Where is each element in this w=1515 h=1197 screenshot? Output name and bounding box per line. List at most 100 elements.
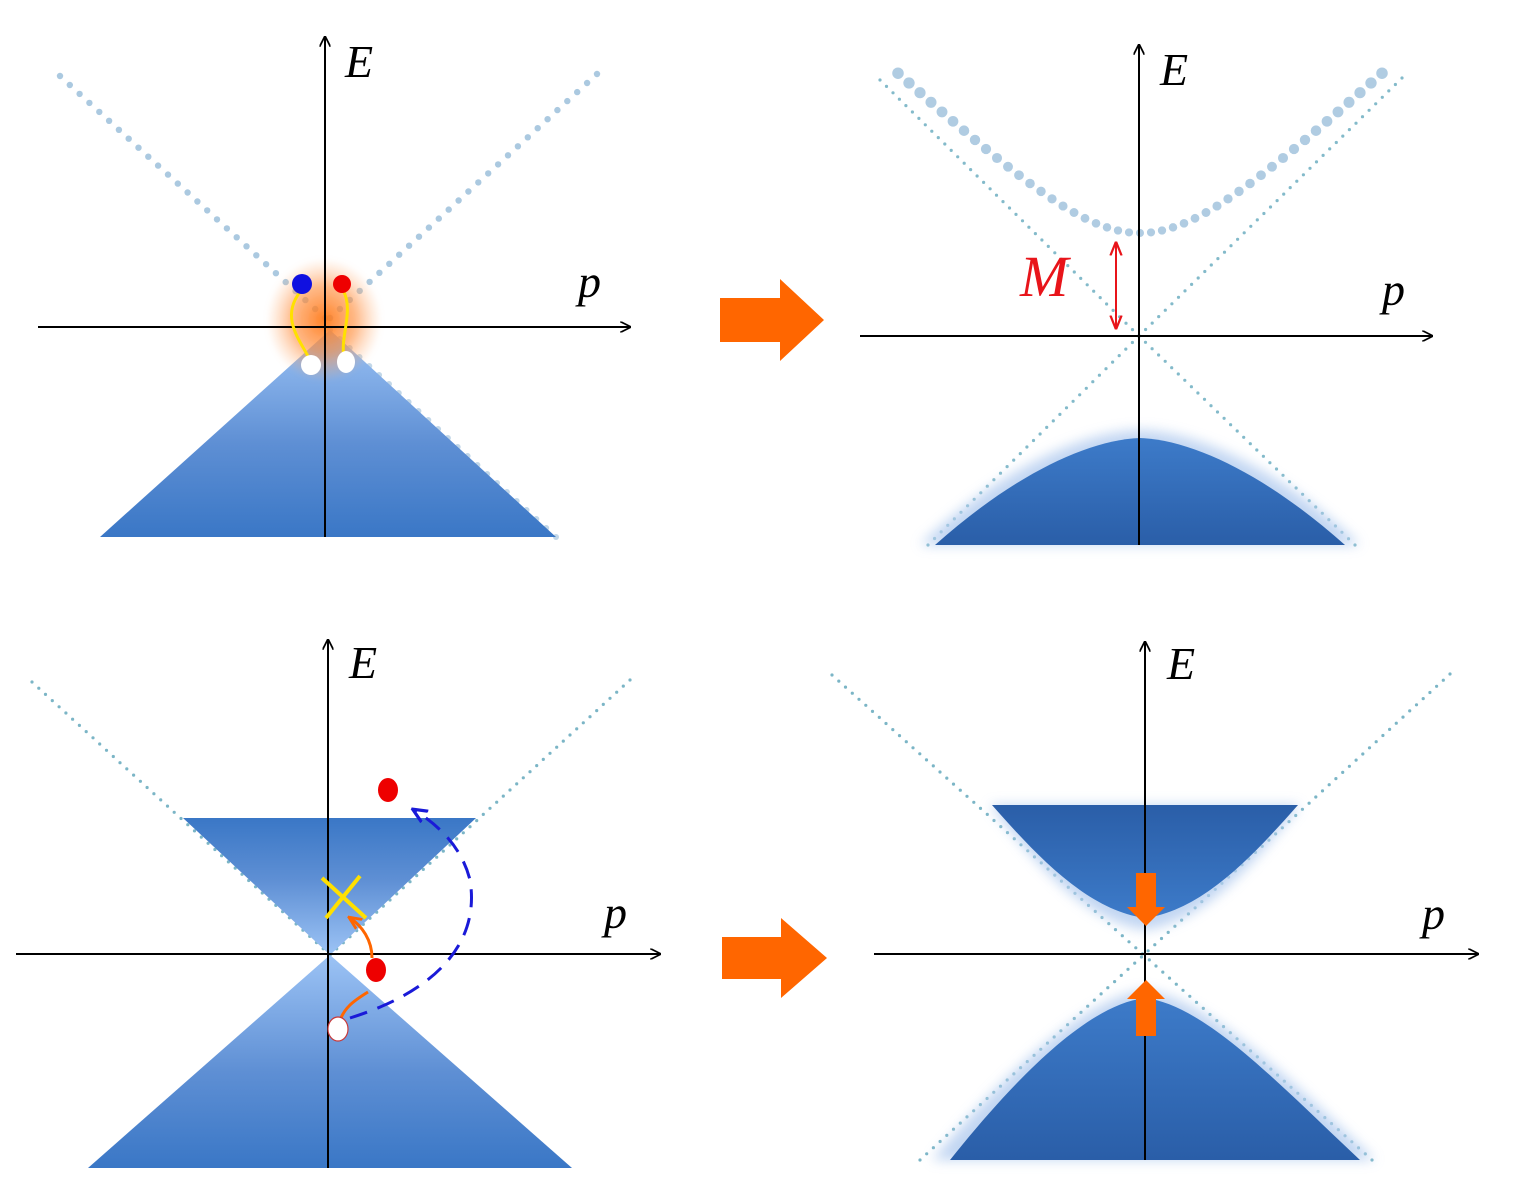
dispersion-dot [1314,795,1318,799]
dispersion-dot [435,215,442,222]
dispersion-dot [91,736,95,740]
dispersion-dot [1157,353,1161,357]
dispersion-dot [544,116,551,123]
dispersion-dot [1229,244,1233,248]
dispersion-dot [1147,958,1151,962]
dispersion-dot [1248,442,1252,446]
dispersion-dot [581,721,585,725]
dispersion-dot [561,739,565,743]
dispersion-dot [1066,264,1070,268]
dispersion-dot [945,776,949,780]
dispersion-dot [1092,289,1096,293]
dispersion-dot [1157,226,1167,235]
dispersion-dot [1190,282,1194,286]
dispersion-dot [1025,178,1035,189]
panel-bottom-right: E p [830,638,1478,1162]
dispersion-dot [1154,964,1158,968]
dispersion-dot [1414,703,1419,707]
dispersion-dot [1014,170,1024,181]
dispersion-dot [1394,721,1398,725]
dispersion-dot [1236,237,1240,241]
dispersion-dot [910,110,915,114]
dispersion-dot [1307,499,1311,503]
dispersion-dot [1388,727,1392,732]
dispersion-dot [1295,179,1299,183]
dispersion-dot [1173,924,1177,928]
dispersion-dot [441,849,445,853]
dispersion-dot [105,117,113,125]
dispersion-dot [982,180,986,184]
dispersion-dot [1072,1016,1076,1021]
dispersion-dot [159,798,163,802]
momentum-axis-label: p [1379,264,1405,315]
dispersion-dot [595,709,599,713]
dispersion-dot [1354,87,1366,99]
dispersion-dot [488,806,492,810]
dispersion-dot [37,686,41,690]
dispersion-dot [1099,992,1103,996]
dispersion-dot [943,142,947,146]
dispersion-dot [1209,404,1213,408]
dispersion-dot [77,723,81,728]
dispersion-dot [1287,820,1291,824]
dispersion-dot [56,72,64,80]
dispersion-dot [994,193,999,197]
dispersion-dot [1203,269,1207,274]
panel-top-left: E p [38,36,630,540]
dispersion-dot [1275,199,1279,203]
transition-arrow-top [720,279,824,361]
dispersion-dot [96,108,103,116]
dispersion-dot [958,125,970,136]
dispersion-dot [988,187,992,191]
dispersion-dot [1274,467,1279,471]
dispersion-dot [521,776,525,780]
dispersion-dot [1144,327,1148,332]
dispersion-dot [951,782,956,786]
dispersion-dot [535,764,539,768]
dispersion-dot [1130,328,1135,332]
dispersion-dot [1341,134,1345,138]
dispersion-dot [958,1121,962,1125]
dispersion-dot [1288,186,1292,190]
dispersion-dot [938,1139,942,1144]
dispersion-dot [1380,95,1384,99]
dispersion-dot [1334,777,1338,781]
dispersion-dot [1183,378,1187,382]
dispersion-dot [1361,752,1365,756]
dispersion-dot [1047,194,1057,204]
dispersion-dot [918,1158,922,1162]
dispersion-dot [1179,218,1189,228]
dispersion-dot [220,854,224,858]
dispersion-dot [138,779,142,783]
dispersion-dot [1216,257,1220,261]
gapped-upper-band-dots [892,67,1388,237]
dispersion-dot [1261,454,1265,458]
dispersion-dot [1166,930,1170,935]
dispersion-dot [564,97,571,105]
dispersion-dot [965,794,969,798]
dispersion-dot [1150,321,1154,325]
dispersion-dot [485,170,492,177]
dispersion-dot [184,189,191,196]
dispersion-dot [172,810,176,814]
dispersion-dot [1223,194,1233,204]
dispersion-dot [57,705,61,709]
dispersion-dot [1202,397,1207,401]
dispersion-dot [1146,228,1156,237]
dispersion-dot [911,746,915,750]
dispersion-dot [508,788,512,792]
dispersion-dot [1277,152,1289,164]
dispersion-dot [213,847,217,852]
dispersion-dot [1176,295,1181,299]
dispersion-dot [884,84,889,88]
dispersion-dot [923,123,927,127]
dispersion-dot [575,727,579,731]
dispersion-dot [468,825,472,829]
dispersion-dot [1066,1023,1070,1027]
dispersion-dot [145,785,149,790]
dispersion-dot [1157,315,1161,319]
dispersion-dot [945,1133,949,1137]
dispersion-dot [1294,813,1298,818]
dispersion-dot [164,171,172,178]
dispersion-dot [891,728,895,732]
